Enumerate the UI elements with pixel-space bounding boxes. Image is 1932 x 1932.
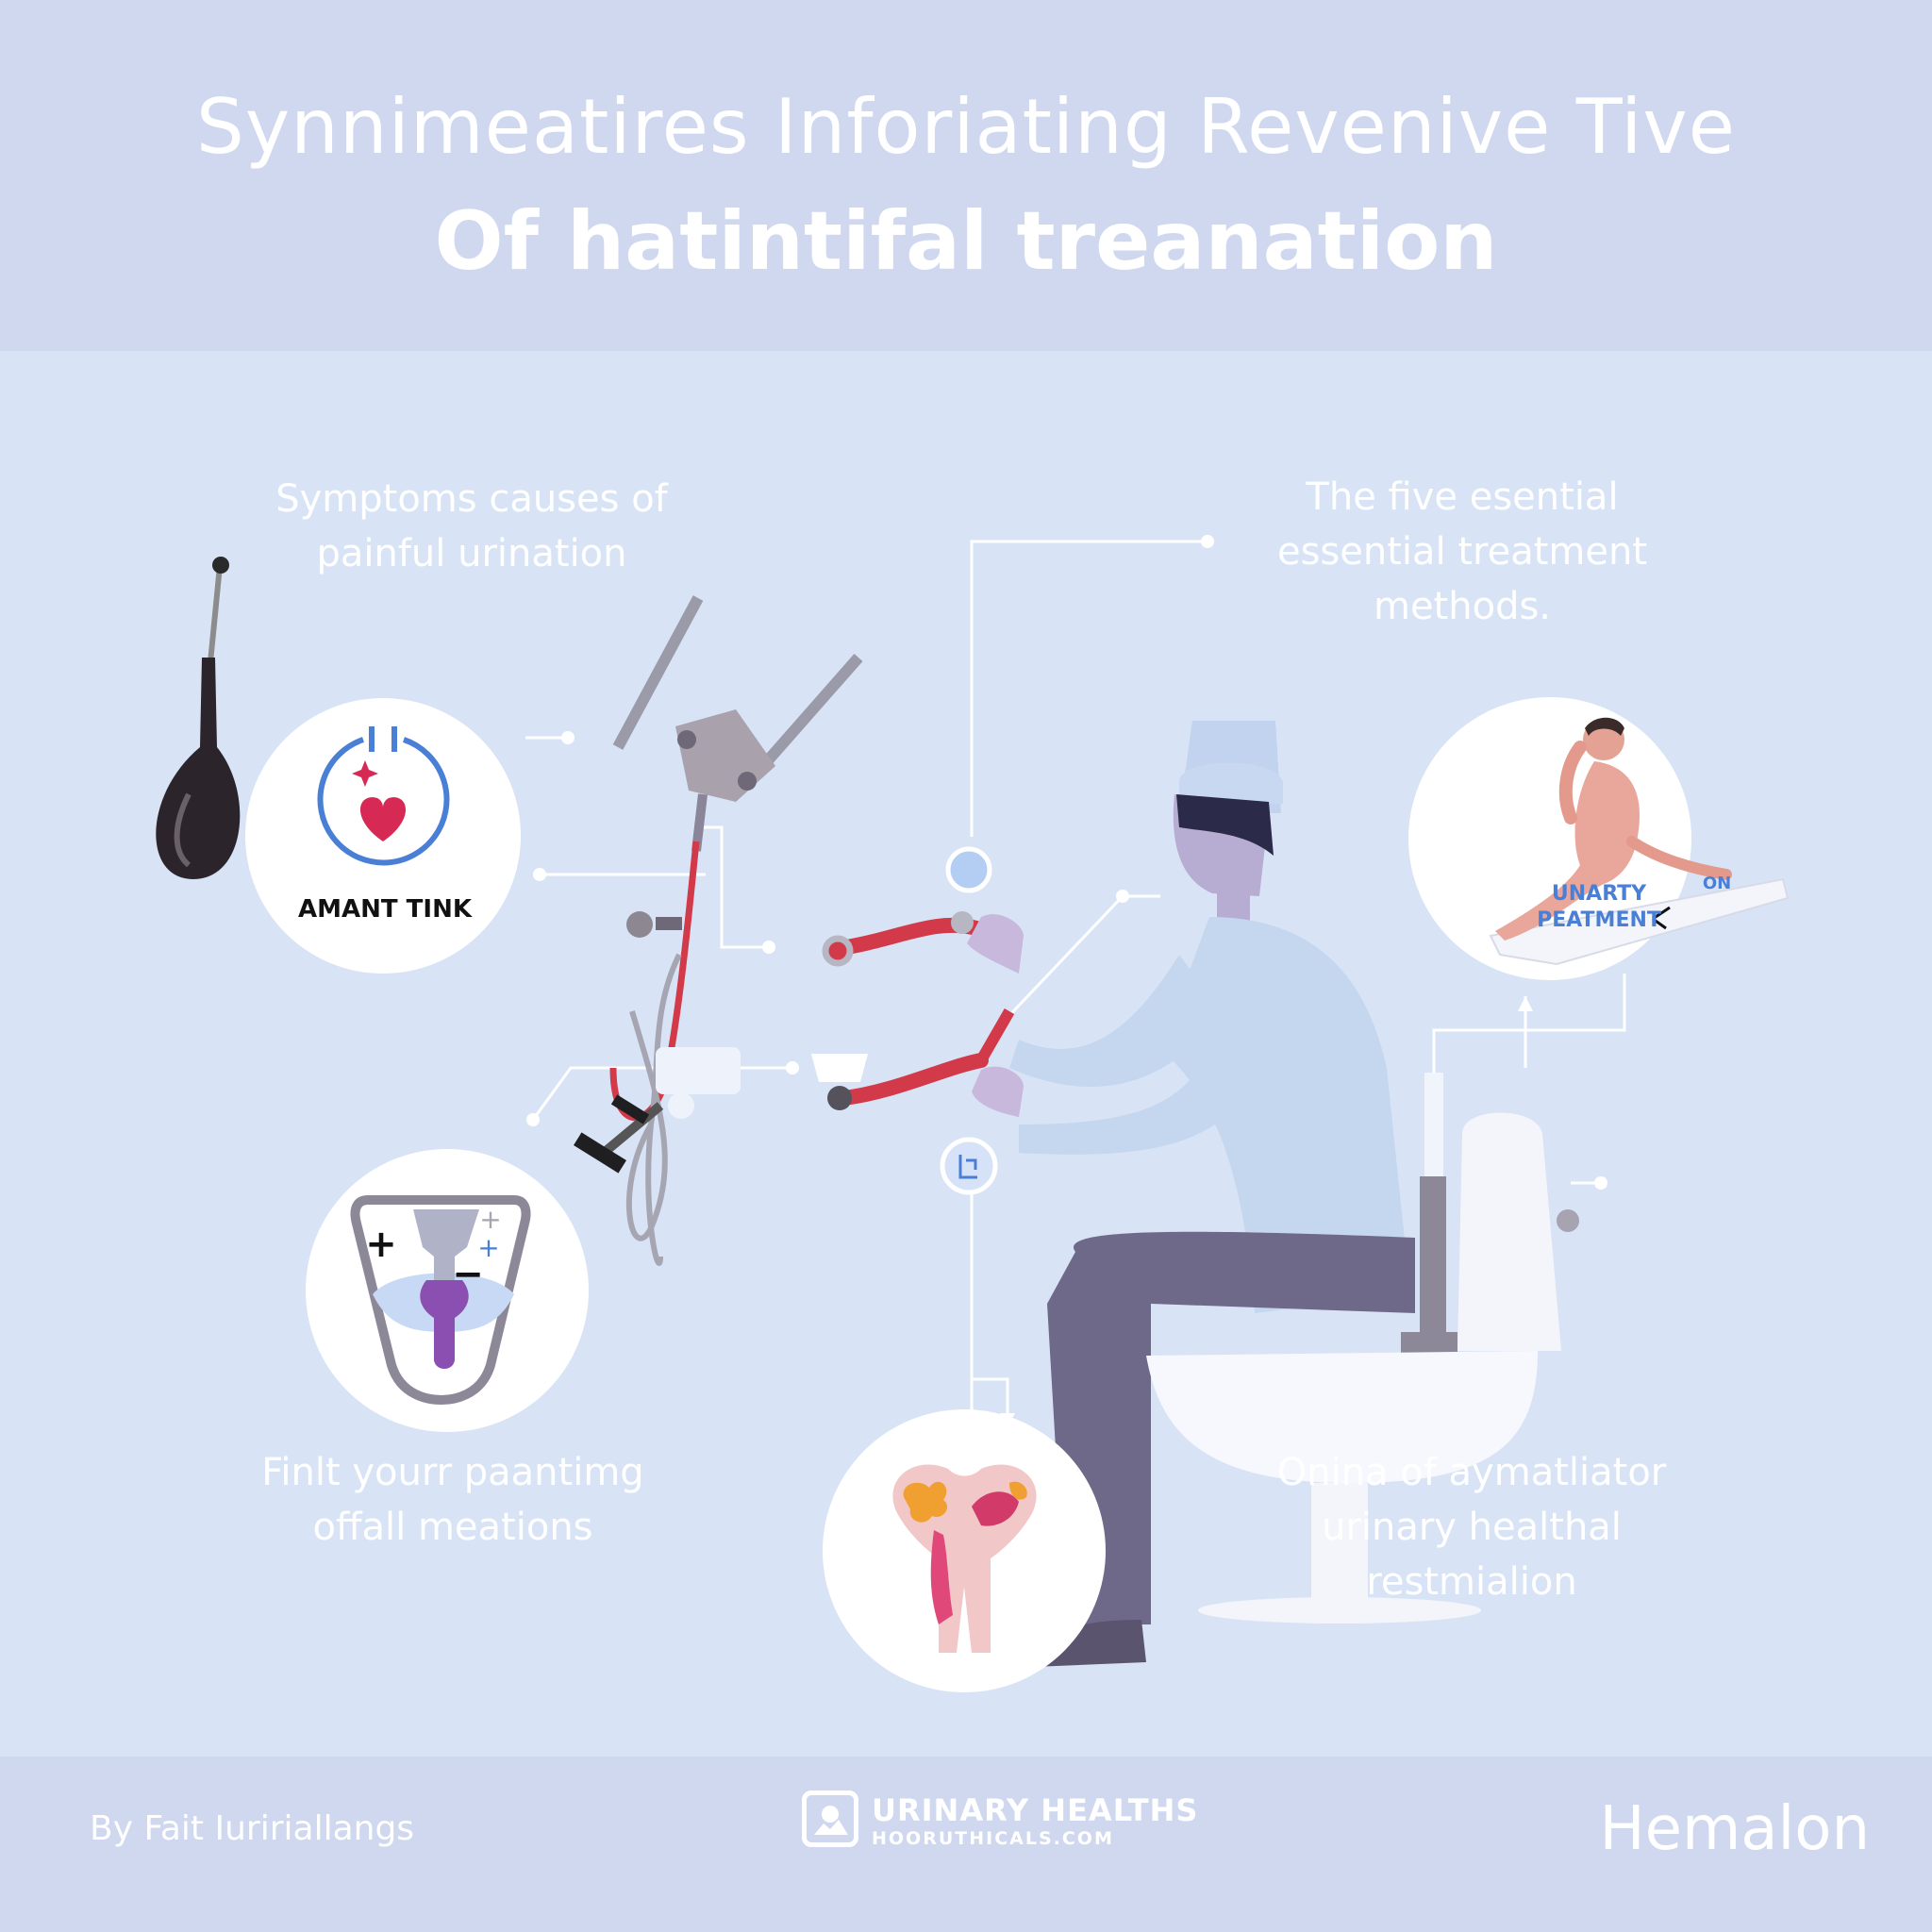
svg-text:+: + [479, 1204, 501, 1235]
dropper-icon [156, 557, 241, 879]
illustration-panel: AMANT TINK + − + + [0, 351, 1932, 1757]
uterus-circle [823, 1409, 1106, 1692]
footer-band: By Fait Iuririallangs URINARY HEALTHS HO… [0, 1757, 1932, 1932]
caption-top-left: Symptoms causes of painful urination [275, 477, 668, 575]
medical-scene: AMANT TINK + − + + [156, 535, 1790, 1692]
node-circle-middle [940, 1137, 998, 1195]
svg-text:−: − [452, 1253, 484, 1296]
svg-text:+: + [477, 1232, 499, 1263]
doctor-figure [967, 721, 1415, 1667]
header-band: Synnimeatires Inforiating Revenive Tive … [0, 0, 1932, 351]
caption-bottom-right: Onina of aymatliator urinary healthal re… [1276, 1451, 1667, 1604]
heart-badge-label: AMANT TINK [298, 895, 473, 924]
title-line-1: Synnimeatires Inforiating Revenive Tive [196, 83, 1736, 171]
iv-stand-icon [574, 595, 863, 1266]
treatment-tag: ON [1703, 874, 1731, 893]
title-line-2: Of hatintifal treanation [434, 194, 1498, 289]
bladder-shield-circle: + − + + [306, 1149, 589, 1432]
brand-name: Hemalon [1599, 1794, 1870, 1864]
connector-dots [526, 535, 1607, 1190]
logo-line-2: HOORUTHICALS.COM [872, 1828, 1114, 1849]
svg-text:+: + [365, 1223, 397, 1266]
caption-bottom-left: Finlt yourr paantimg offall meations [261, 1451, 644, 1549]
logo-mark-icon [802, 1790, 858, 1847]
logo-line-1: URINARY HEALTHS [872, 1792, 1199, 1828]
byline: By Fait Iuririallangs [90, 1809, 415, 1848]
treatment-label-line2: PEATMENT [1537, 908, 1661, 932]
caption-top-right: The five esential essential treatment me… [1276, 475, 1648, 628]
toilet-icon [1146, 1073, 1579, 1624]
treatment-label-line1: UNARTY [1552, 882, 1647, 906]
site-logo: URINARY HEALTHS HOORUTHICALS.COM [802, 1790, 1197, 1857]
person-treatment-circle: UNARTY PEATMENT ON [1408, 697, 1790, 980]
bed-rail [656, 1047, 868, 1119]
catheter-tubes [822, 911, 1015, 1110]
node-circle-top [945, 846, 992, 893]
heart-power-circle: AMANT TINK [245, 698, 521, 974]
